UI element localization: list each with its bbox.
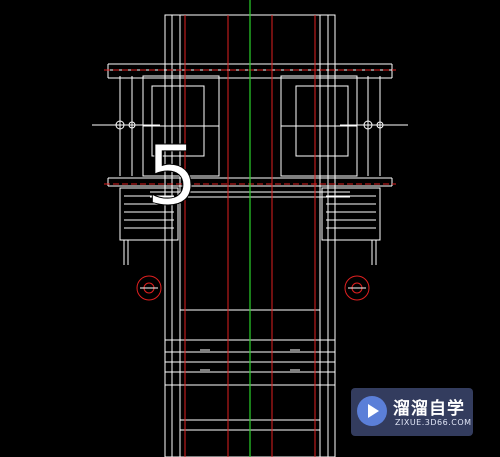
step-number-label: 5 [145,129,199,224]
watermark-title: 溜溜自学 [393,399,465,419]
watermark-badge: 溜溜自学 ZIXUE.3D66.COM [351,388,473,436]
watermark-url: ZIXUE.3D66.COM [395,418,472,427]
pulley-circle-icon [344,275,370,301]
left-hopper [119,187,179,241]
pulley-circle-icon [136,275,162,301]
play-logo-icon [357,396,387,426]
right-hopper [321,187,381,241]
red-guide-lines [104,15,396,457]
tick-marks [140,287,366,371]
